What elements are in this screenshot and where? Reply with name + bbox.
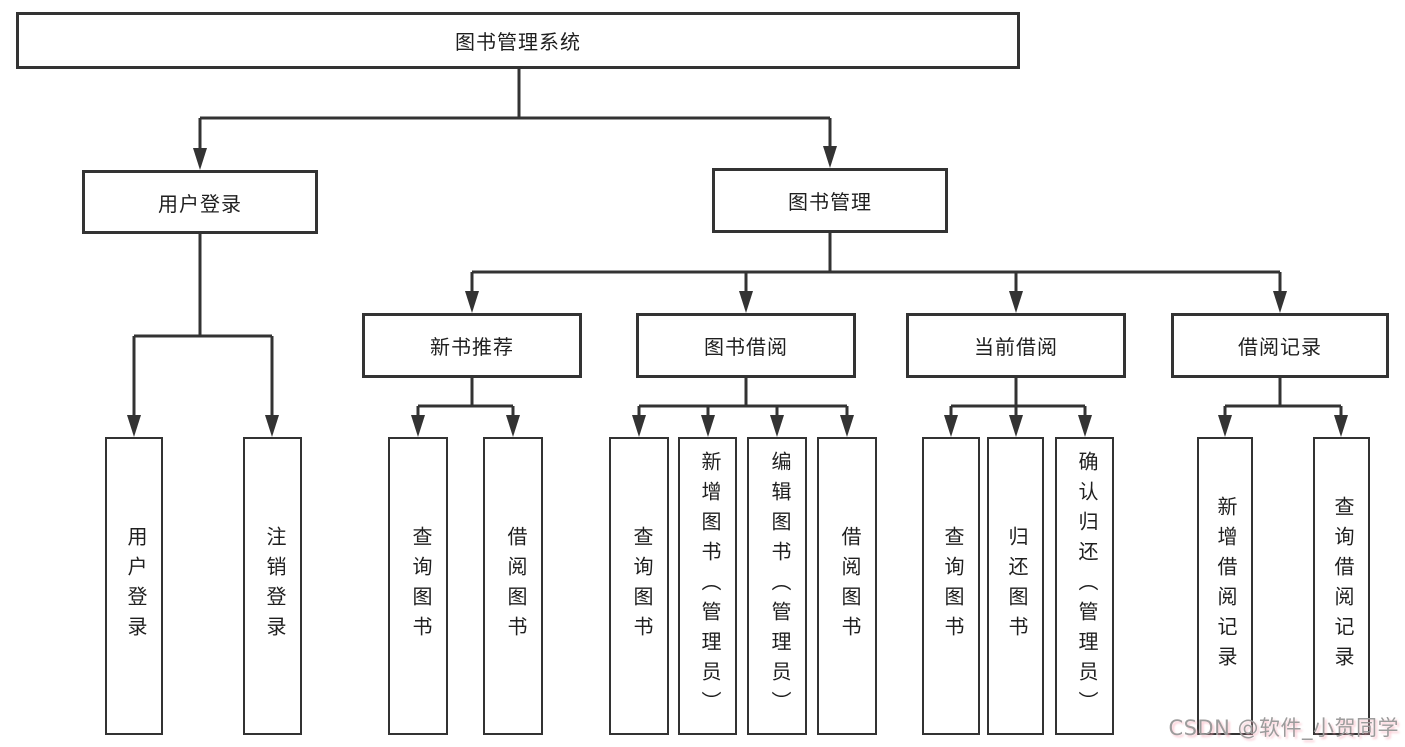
leaf-query-book-1: 查询图书 — [388, 437, 448, 735]
node-user-login: 用户登录 — [82, 170, 318, 234]
arrow-down-icon — [1009, 415, 1023, 437]
node-library-management-system: 图书管理系统 — [16, 12, 1020, 69]
connector-current-borrow-to-leaves — [949, 378, 1087, 419]
node-book-management: 图书管理 — [712, 168, 948, 233]
arrow-down-icon — [1218, 415, 1232, 437]
csdn-watermark: CSDN @软件_小贺同学 — [1168, 716, 1399, 740]
connector-borrow-records-to-leaves — [1223, 378, 1343, 419]
node-new-book-recommend: 新书推荐 — [362, 313, 582, 378]
leaf-query-book-2: 查询图书 — [609, 437, 669, 735]
leaf-return-book: 归还图书 — [987, 437, 1044, 735]
leaf-add-book-admin: 新增图书（管理员） — [678, 437, 737, 735]
arrow-down-icon — [840, 415, 854, 437]
arrow-down-icon — [632, 415, 646, 437]
leaf-edit-book-admin: 编辑图书（管理员） — [747, 437, 807, 735]
connector-new-book-to-leaves — [416, 378, 515, 419]
node-book-borrow: 图书借阅 — [636, 313, 856, 378]
arrow-down-icon — [944, 415, 958, 437]
arrow-down-icon — [127, 415, 141, 437]
leaf-confirm-return-admin: 确认归还（管理员） — [1055, 437, 1114, 735]
arrow-down-icon — [506, 415, 520, 437]
arrow-down-icon — [770, 415, 784, 437]
arrow-down-icon — [1273, 291, 1287, 313]
connector-user-login-to-leaves — [132, 234, 274, 419]
arrow-down-icon — [1334, 415, 1348, 437]
arrow-down-icon — [193, 148, 207, 170]
node-borrow-records: 借阅记录 — [1171, 313, 1389, 378]
leaf-query-book-3: 查询图书 — [922, 437, 980, 735]
leaf-logout: 注销登录 — [243, 437, 302, 735]
arrow-down-icon — [701, 415, 715, 437]
arrow-down-icon — [411, 415, 425, 437]
arrow-down-icon — [265, 415, 279, 437]
leaf-user-login: 用户登录 — [105, 437, 163, 735]
arrow-down-icon — [823, 146, 837, 168]
leaf-query-borrow-record: 查询借阅记录 — [1313, 437, 1370, 735]
arrowheads — [127, 146, 1348, 437]
arrow-down-icon — [739, 291, 753, 313]
arrow-down-icon — [465, 291, 479, 313]
connector-book-mgmt-to-level3 — [470, 233, 1282, 295]
arrow-down-icon — [1009, 291, 1023, 313]
leaf-borrow-book-2: 借阅图书 — [817, 437, 877, 735]
node-current-borrow: 当前借阅 — [906, 313, 1126, 378]
leaf-add-borrow-record: 新增借阅记录 — [1197, 437, 1253, 735]
connector-root-to-level2 — [198, 69, 832, 152]
leaf-borrow-book-1: 借阅图书 — [483, 437, 543, 735]
connector-book-borrow-to-leaves — [637, 378, 849, 419]
arrow-down-icon — [1078, 415, 1092, 437]
